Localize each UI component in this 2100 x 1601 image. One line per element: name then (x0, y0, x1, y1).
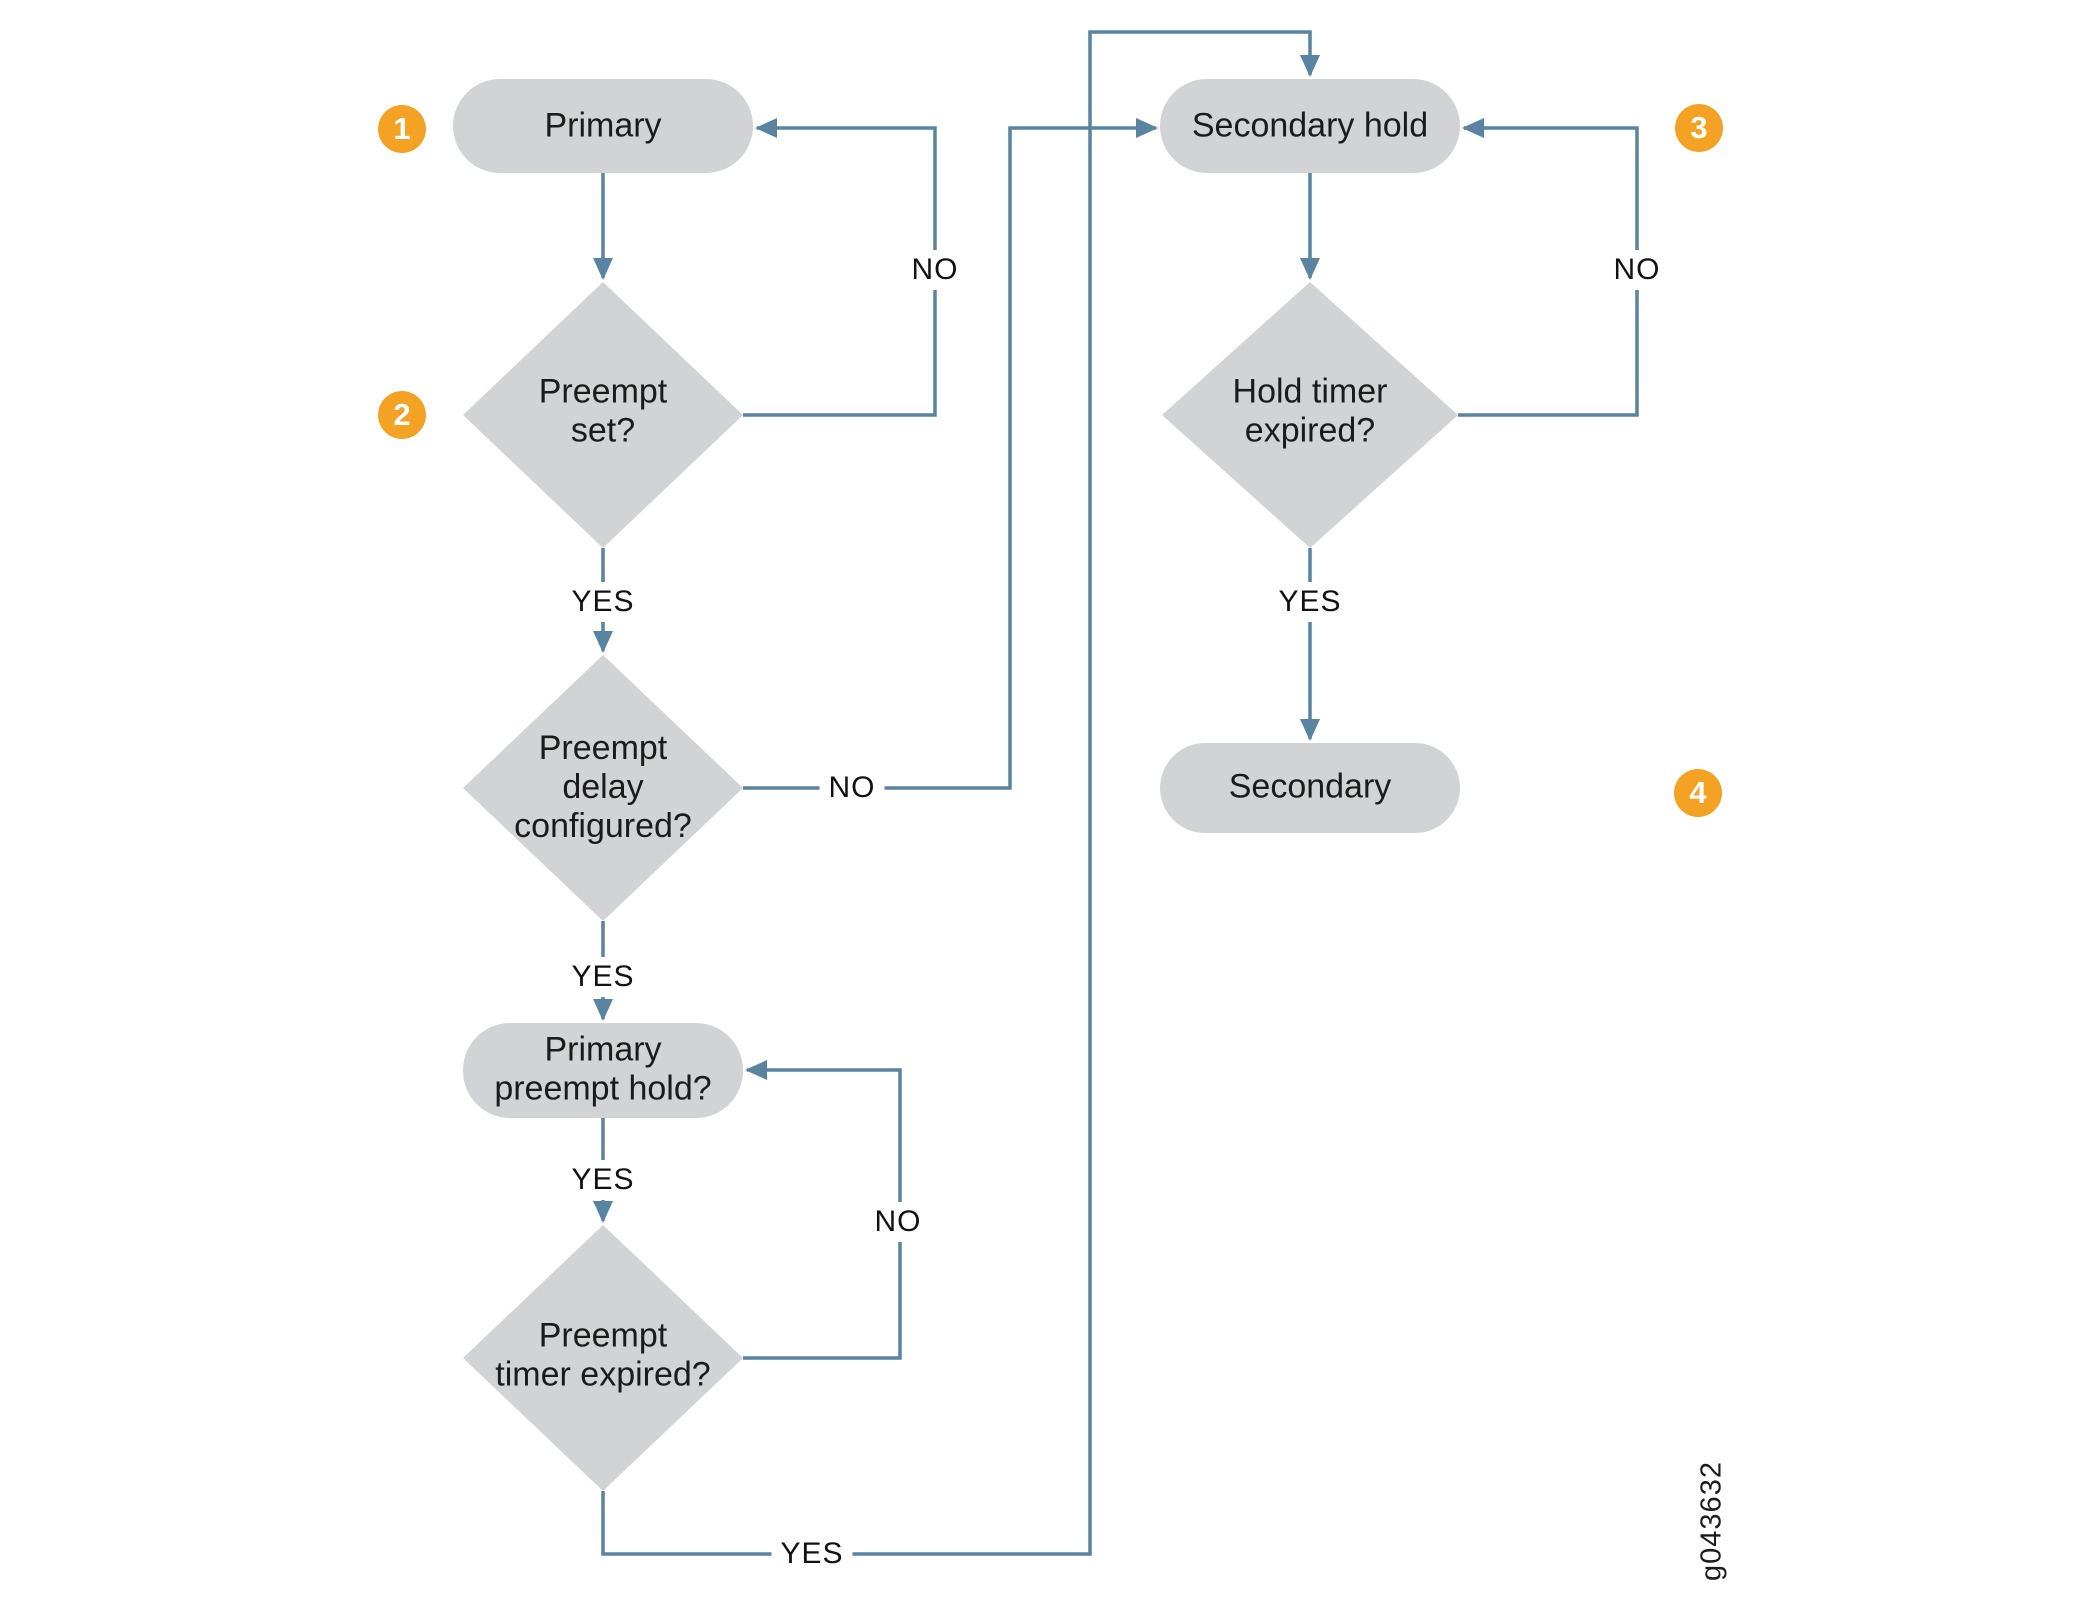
flow-connectors (593, 30, 1639, 1556)
secondary-hold-node-shape (1160, 79, 1460, 173)
step-badge-2: 2 (378, 391, 426, 439)
preempt-set-decision-shape (463, 282, 743, 548)
figure-id-watermark: g043632 (1695, 1461, 1728, 1581)
hold-timer-decision-shape (1162, 282, 1458, 548)
step-badge-4: 4 (1674, 769, 1722, 817)
edge-preempt-set-no-to-primary (743, 118, 937, 417)
preempt-delay-decision-shape (463, 655, 743, 921)
edge-delay-no-to-secondary-hold (743, 118, 1158, 790)
secondary-node-shape (1160, 743, 1460, 833)
step-badge-1: 1 (378, 105, 426, 153)
primary-node-shape (453, 79, 753, 173)
preempt-timer-decision-shape (463, 1225, 743, 1491)
edge-timer-no-to-preempt-hold (743, 1060, 902, 1360)
edge-hold-timer-no-to-secondary-hold (1458, 118, 1639, 417)
node-shapes (453, 79, 1460, 1491)
step-badge-3: 3 (1675, 104, 1723, 152)
primary-preempt-hold-node-shape (463, 1023, 743, 1118)
edge-timer-yes-to-secondary-hold (601, 30, 1320, 1556)
